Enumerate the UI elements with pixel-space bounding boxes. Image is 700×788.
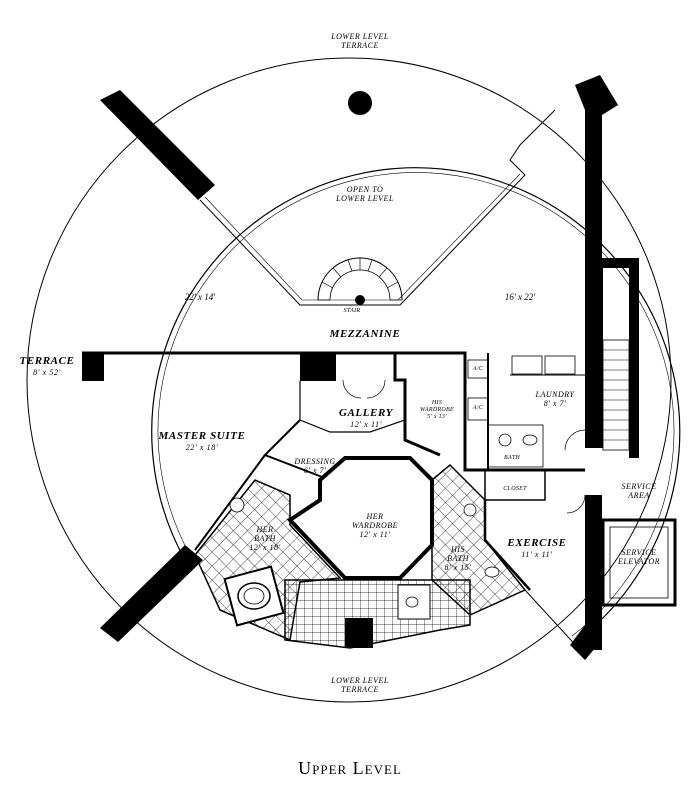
wall-lower-left (100, 545, 203, 642)
column-top (348, 91, 372, 115)
plan-caption: Upper Level (298, 758, 402, 778)
sink-small (522, 434, 538, 446)
vanity (397, 584, 431, 620)
core-wall (395, 351, 585, 472)
mezzanine-label: MEZZANINE (329, 328, 401, 340)
his-wardrobe-wall (393, 353, 441, 457)
bath-label: BATH (504, 455, 520, 461)
building-inner-arc (157, 172, 675, 637)
wall-upper-left (100, 90, 215, 200)
gallery-door-left (342, 379, 362, 399)
service-door (564, 429, 586, 451)
open-void-outline-inner (204, 173, 521, 301)
dryer (544, 355, 576, 375)
shower-column (345, 618, 373, 648)
his-sink (484, 566, 500, 578)
service-elevator-box (601, 518, 677, 607)
vanity-sink (405, 596, 419, 608)
open-void-outline (199, 109, 556, 306)
toilet-small (498, 433, 512, 447)
wall-right-1 (585, 258, 603, 448)
her-wardrobe-room (286, 456, 434, 580)
bath-tub-small (487, 424, 544, 468)
shower-block (284, 579, 471, 649)
wall-upper-right (575, 75, 618, 260)
his-toilet (463, 503, 477, 517)
gallery-door-right (366, 379, 386, 399)
exercise-diagonal-wall (524, 589, 581, 651)
service-stair (602, 339, 630, 451)
dim-right-label: 16' x 22' (504, 292, 536, 302)
closet-label: CLOSET (503, 486, 527, 492)
service-elevator-inner (609, 526, 669, 599)
service-door-2 (566, 494, 586, 514)
lower-diagonal-wall (194, 454, 266, 551)
ac-label-1: A/C (472, 366, 484, 372)
wall-right-2 (603, 258, 639, 268)
stair-label: STAIR (343, 308, 361, 314)
wall-right-3 (629, 258, 639, 458)
outer-terrace-circle (26, 57, 672, 703)
closet-outline (484, 470, 546, 501)
her-toilet (229, 497, 245, 513)
washer (511, 355, 543, 375)
her-bath-tub (223, 565, 285, 627)
wall-lower-right-2 (590, 500, 602, 650)
column-mid (300, 353, 336, 381)
spiral-stair (317, 257, 403, 305)
dim-left-label: 22' x 14' (184, 292, 216, 302)
ac-label-2: A/C (472, 405, 484, 411)
column-left (82, 353, 104, 381)
building-outline-arc (151, 167, 681, 641)
